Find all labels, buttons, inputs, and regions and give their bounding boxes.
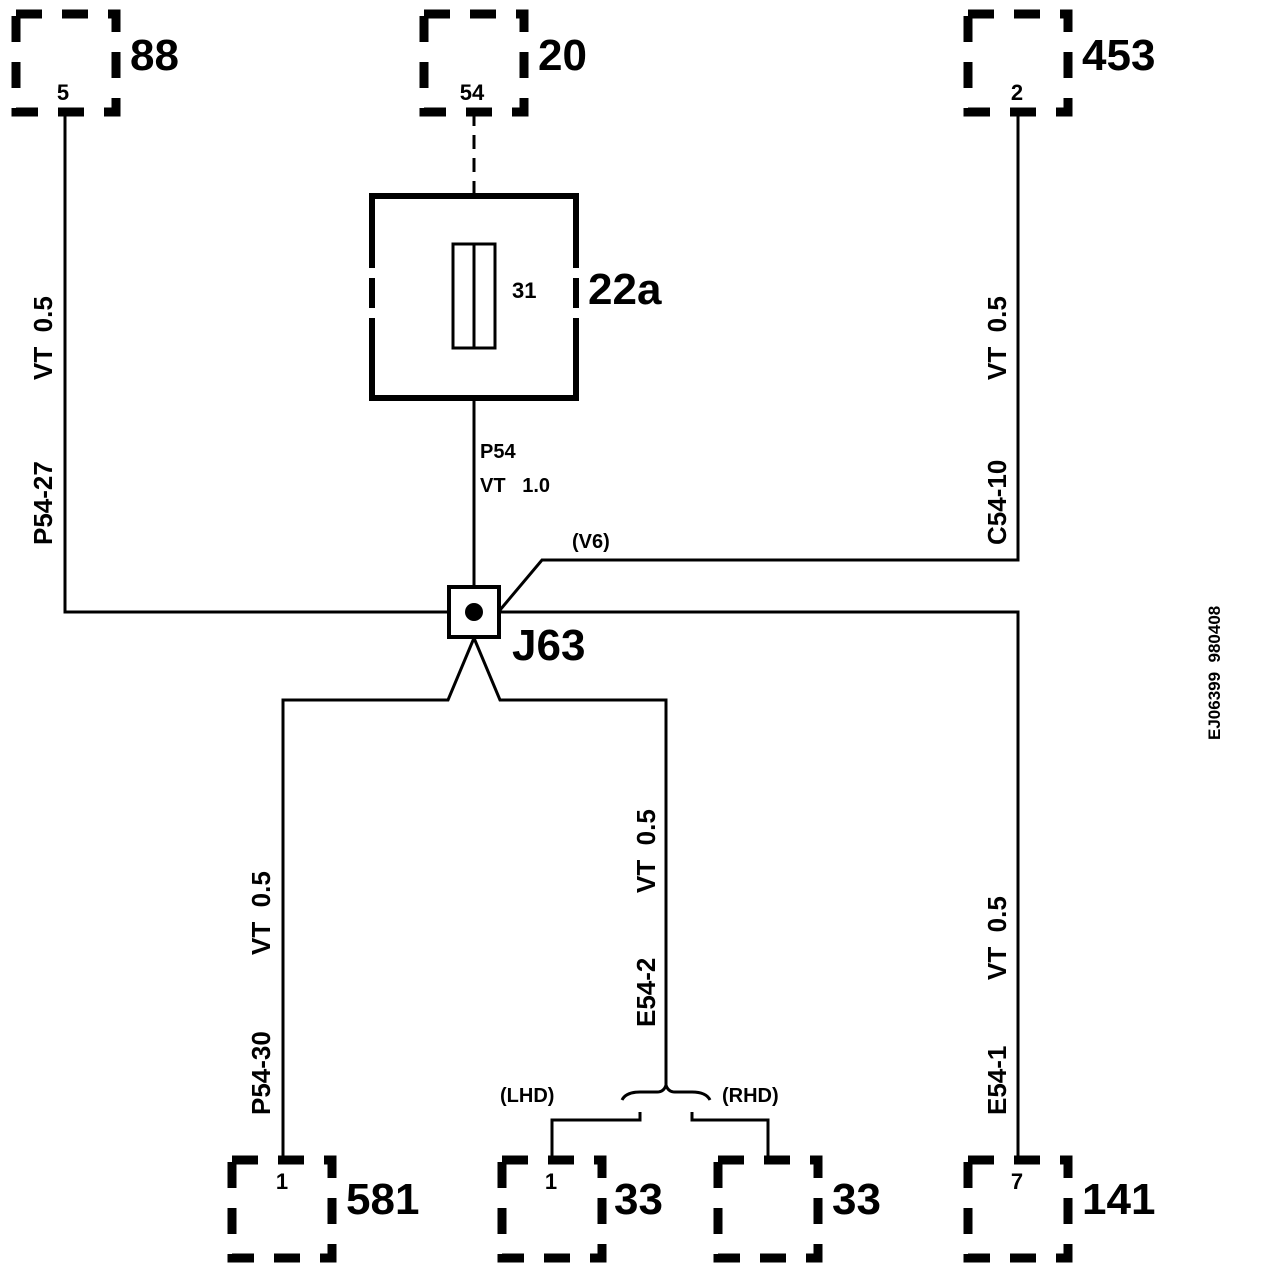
splice-j63-dot (465, 603, 483, 621)
wire-spec-e54-2: VT 0.5 (631, 809, 661, 893)
connector-33-rhd (713, 1155, 823, 1263)
wire-label-p54-27: P54-27 (28, 461, 58, 545)
wire-label-e54-2: E54-2 (631, 958, 661, 1027)
connector-141 (963, 1155, 1073, 1263)
fuse-box-gap-right-lower (570, 308, 580, 318)
splice-label: J63 (512, 621, 585, 670)
wire-p54-27 (63, 112, 474, 614)
variant-v6: (V6) (572, 531, 610, 553)
connector-581 (227, 1155, 337, 1263)
connector-88-label: 88 (130, 31, 179, 80)
wire-spec-c54-10: VT 0.5 (982, 296, 1012, 380)
wire-rhd-branch (690, 1112, 770, 1160)
wire-label-e54-1: E54-1 (982, 1046, 1012, 1115)
variant-lhd: (LHD) (500, 1085, 554, 1107)
variant-rhd: (RHD) (722, 1085, 779, 1107)
fuse-box-gap-right-upper (570, 268, 580, 278)
fuse-box-gap-left-upper (368, 268, 378, 278)
connector-20-pin: 54 (460, 80, 485, 105)
wire-spec-p54-27: VT 0.5 (28, 296, 58, 380)
diagram-reference: EJ06399 980408 (1205, 606, 1224, 740)
wire-spec-e54-1: VT 0.5 (982, 896, 1012, 980)
splice-j63-box (447, 585, 501, 639)
connector-141-label: 141 (1082, 1175, 1155, 1224)
connector-20 (419, 9, 529, 117)
wire-label-c54-10: C54-10 (982, 460, 1012, 545)
wire-label-p54: P54 (480, 441, 516, 463)
wire-lhd-branch (550, 1112, 642, 1160)
connector-453 (963, 9, 1073, 117)
connector-20-label: 20 (538, 31, 587, 80)
fuse-label: 22a (588, 265, 662, 314)
wire-spec-p54-30: VT 0.5 (246, 871, 276, 955)
wire-label-p54-30: P54-30 (246, 1031, 276, 1115)
connector-88-pin: 5 (57, 80, 69, 105)
wire-spec-p54: VT 1.0 (480, 475, 550, 497)
variant-brace (620, 1079, 712, 1101)
connector-33-lhd (497, 1155, 607, 1263)
connector-33-lhd-pin: 1 (545, 1169, 557, 1194)
connector-33-rhd-label: 33 (832, 1175, 881, 1224)
wire-c54-10 (498, 112, 1020, 611)
wire-fan-right (472, 637, 668, 1085)
connector-33-lhd-label: 33 (614, 1175, 663, 1224)
connector-453-label: 453 (1082, 31, 1155, 80)
connector-141-pin: 7 (1011, 1169, 1023, 1194)
connector-581-pin: 1 (276, 1169, 288, 1194)
fuse-box-gap-left-lower (368, 308, 378, 318)
fuse-pin: 31 (512, 278, 536, 303)
wire-fan-left (281, 637, 476, 1160)
connector-88 (11, 9, 121, 117)
wire-e54-1 (500, 610, 1020, 1160)
connector-453-pin: 2 (1011, 80, 1023, 105)
connector-581-label: 581 (346, 1175, 419, 1224)
